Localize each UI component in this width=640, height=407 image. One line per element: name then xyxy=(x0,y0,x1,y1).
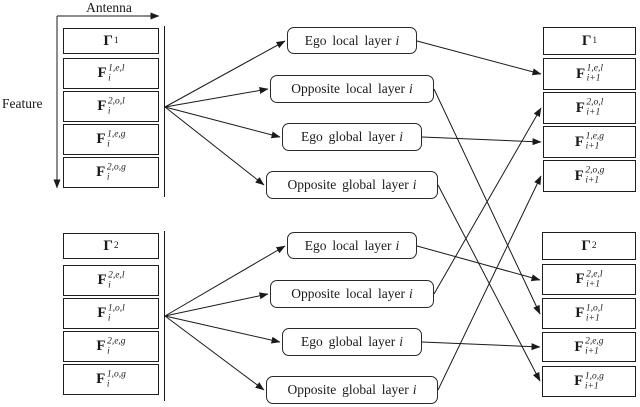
gamma-symbol: Γ xyxy=(581,32,592,49)
gamma-symbol: Γ xyxy=(103,237,113,254)
antenna-axis-label: Antenna xyxy=(86,0,132,15)
feature-axis-label: Feature xyxy=(2,96,43,111)
gamma-symbol: Γ xyxy=(103,32,113,49)
gamma-symbol: Γ xyxy=(581,237,591,254)
